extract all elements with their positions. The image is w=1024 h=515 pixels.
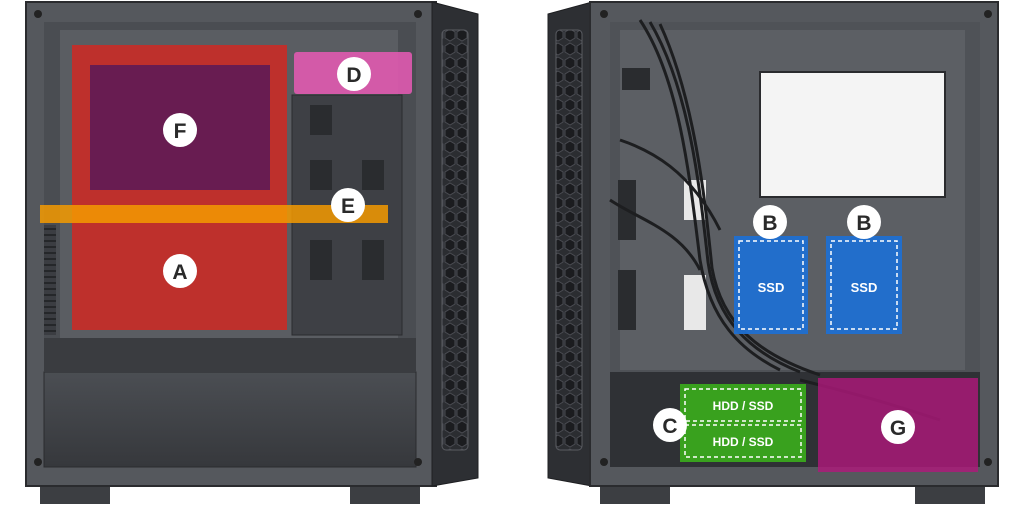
left-cage-slot [310,240,332,280]
left-case-shroud-top [44,338,416,372]
left-case-foot-right [350,482,420,504]
screw-icon [414,458,422,466]
left-cage-slot [362,240,384,280]
right-case-front-mesh [555,29,583,451]
cutout-slot [622,68,650,90]
screw-icon [984,458,992,466]
marker-c-label: C [662,415,677,438]
left-case-front-mesh [441,29,469,451]
fan-mount-slot [618,270,636,330]
marker-f: F [163,113,197,147]
marker-e: E [331,188,365,222]
screw-icon [34,10,42,18]
screw-icon [34,458,42,466]
left-cage-slot [310,160,332,190]
right-case-foot-left [600,482,670,504]
screw-icon [600,10,608,18]
marker-d-label: D [346,64,361,87]
left-cage-slot [362,160,384,190]
marker-e-label: E [341,195,355,218]
left-case-view [25,1,479,504]
right-case-view: SSD SSD HDD / SSD HDD / SSD [547,1,999,504]
cable-cutout [684,275,706,330]
marker-g: G [881,410,915,444]
marker-b-left: B [753,205,787,239]
ssd-left-label: SSD [758,280,785,295]
marker-f-label: F [174,120,187,143]
marker-a: A [163,254,197,288]
zone-b-ssd-left: SSD [734,236,808,334]
marker-b-right-label: B [856,212,871,235]
ssd-right-label: SSD [851,280,878,295]
left-case-rear-vent [44,225,56,335]
screw-icon [600,458,608,466]
marker-a-label: A [172,261,187,284]
left-case-foot-left [40,482,110,504]
left-cage-slot [310,105,332,135]
left-case-psu-shroud [43,371,417,468]
right-case-foot-right [915,482,985,504]
screw-icon [984,10,992,18]
marker-c: C [653,408,687,442]
marker-b-right: B [847,205,881,239]
zone-b-ssd-right: SSD [826,236,902,334]
marker-b-left-label: B [762,212,777,235]
zone-c-hdd-cage: HDD / SSD HDD / SSD [680,384,806,462]
marker-g-label: G [890,417,906,440]
marker-d: D [337,57,371,91]
zone-e [40,205,388,223]
hdd-bottom-label: HDD / SSD [713,435,774,449]
hdd-top-label: HDD / SSD [713,399,774,413]
right-case-cpu-cutout [759,71,946,198]
screw-icon [414,10,422,18]
